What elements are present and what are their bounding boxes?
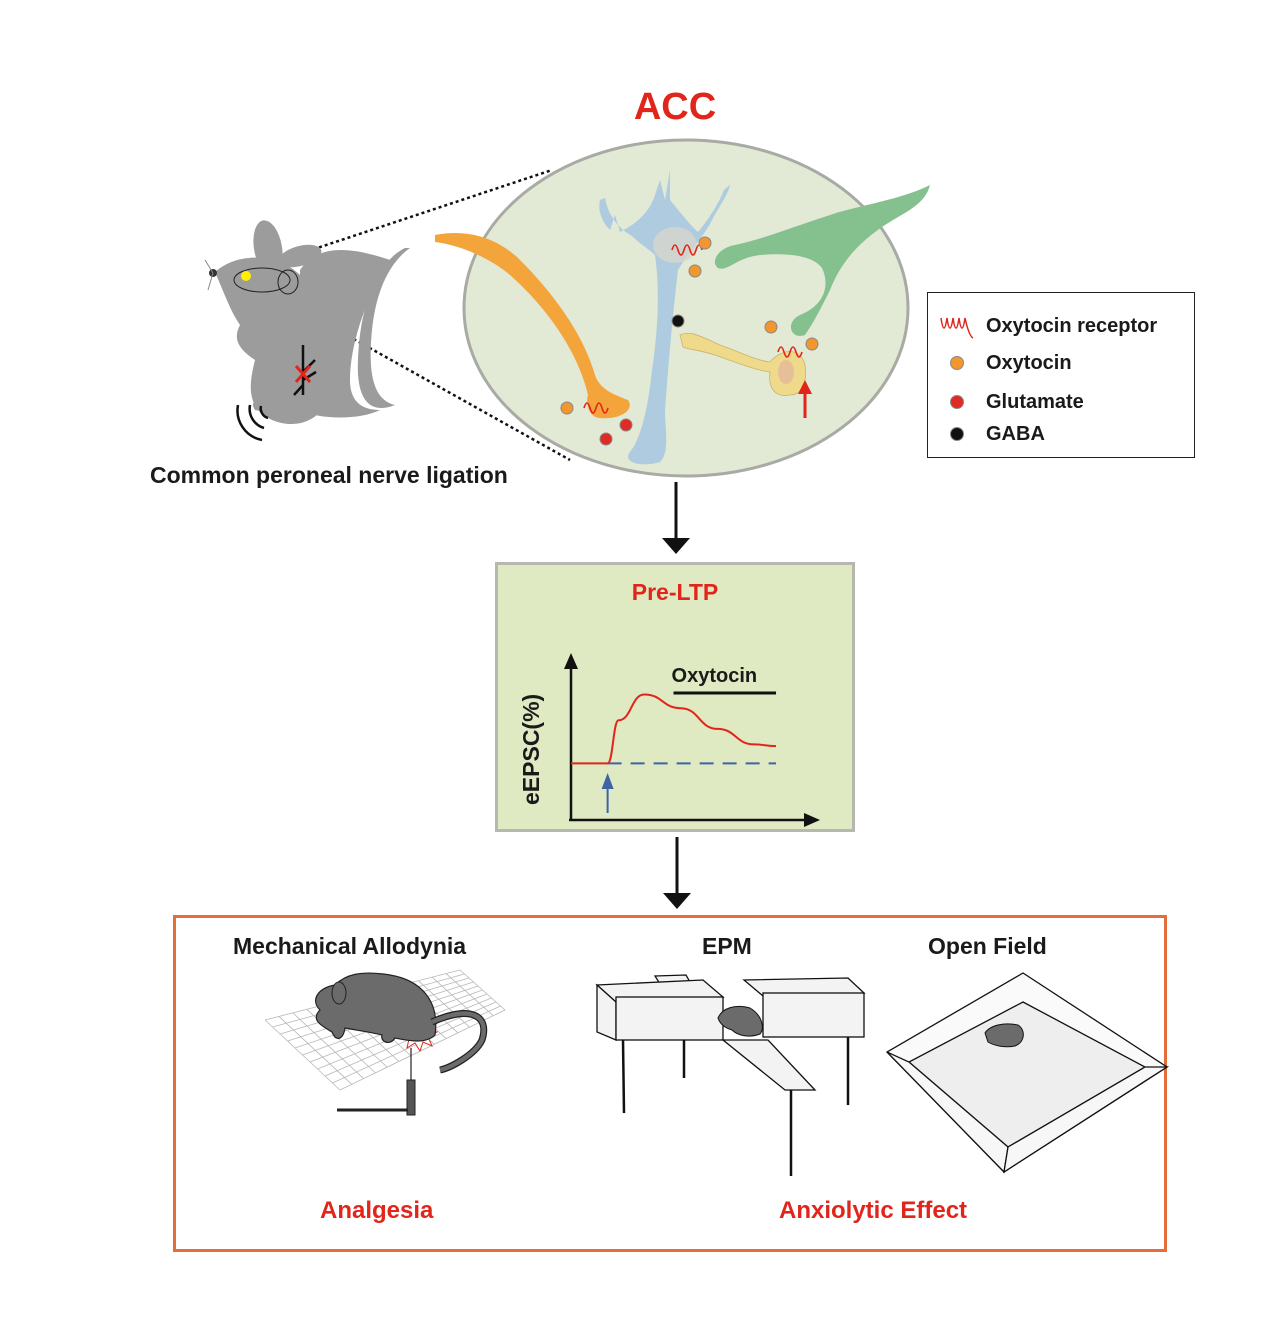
oxytocin-molecule	[688, 264, 702, 278]
ligation-x-icon	[294, 365, 312, 383]
oxytocin-drug-label: Oxytocin	[671, 665, 758, 687]
test-title-open-field: Open Field	[928, 933, 1047, 959]
elevated-plus-maze-icon	[595, 974, 866, 1176]
glutamate-dot-icon	[950, 395, 964, 409]
stimulus-arrow-icon	[601, 773, 614, 813]
acc-highlight-icon	[241, 271, 251, 281]
legend-item-gaba: GABA	[928, 419, 1045, 449]
oxytocin-molecule	[560, 401, 574, 415]
result-analgesia: Analgesia	[320, 1197, 434, 1224]
oxytocin-axon-icon	[435, 232, 630, 419]
nerve-ligation-label: Common peroneal nerve ligation	[150, 462, 508, 488]
receptor-coil-icon	[777, 346, 803, 358]
legend-item-oxytocin: Oxytocin	[928, 348, 1072, 378]
open-field-box-icon	[885, 972, 1170, 1174]
oxytocin-dot-icon	[950, 356, 964, 370]
legend-item-oxytocin-receptor: Oxytocin receptor	[928, 311, 1157, 341]
oxytocin-molecule	[698, 236, 712, 250]
mouse-allodynia-icon	[315, 972, 488, 1074]
behavior-illustrations	[264, 969, 1170, 1176]
oxytocin-molecule	[805, 337, 819, 351]
result-anxiolytic: Anxiolytic Effect	[779, 1197, 968, 1224]
y-axis-label: eEPSC(%)	[518, 693, 544, 805]
acc-diagram	[204, 138, 930, 554]
receptor-coil-icon	[671, 244, 703, 256]
legend-item-glutamate: Glutamate	[928, 387, 1084, 417]
receptor-coil-icon	[583, 402, 609, 414]
acc-title: ACC	[633, 86, 717, 128]
gaba-molecule	[671, 314, 685, 328]
gaba-dot-icon	[950, 427, 964, 441]
legend: Oxytocin receptor Oxytocin Glutamate GAB…	[927, 292, 1195, 458]
pyramidal-neuron-icon	[599, 170, 730, 465]
glutamate-molecule	[599, 432, 613, 446]
y-axis	[564, 653, 578, 820]
behavior-panel	[173, 915, 1167, 1252]
stimulus-arrow-head	[601, 773, 614, 789]
von-frey-filament-icon	[337, 1048, 416, 1116]
acc-region	[462, 138, 910, 478]
pre-ltp-title: Pre-LTP	[631, 579, 719, 605]
arrow-down-icon	[662, 482, 690, 554]
oxytocin-molecule	[764, 320, 778, 334]
green-neuron-icon	[714, 185, 930, 336]
receptor-coil-icon	[928, 312, 986, 340]
ligation-mouse-icon	[204, 220, 410, 442]
test-title-mechanical-allodynia: Mechanical Allodynia	[233, 933, 467, 959]
eepsc-line	[570, 693, 777, 765]
x-axis	[569, 813, 820, 827]
pain-wave-icon	[236, 404, 269, 442]
eepsc-chart	[564, 653, 820, 827]
arrow-down-icon	[663, 837, 691, 909]
glutamate-molecule	[619, 418, 633, 432]
test-title-epm: EPM	[702, 933, 752, 959]
pre-ltp-panel: Pre-LTP eEPSC(%) Oxytocin	[495, 562, 855, 832]
increase-arrow-icon	[798, 380, 812, 418]
